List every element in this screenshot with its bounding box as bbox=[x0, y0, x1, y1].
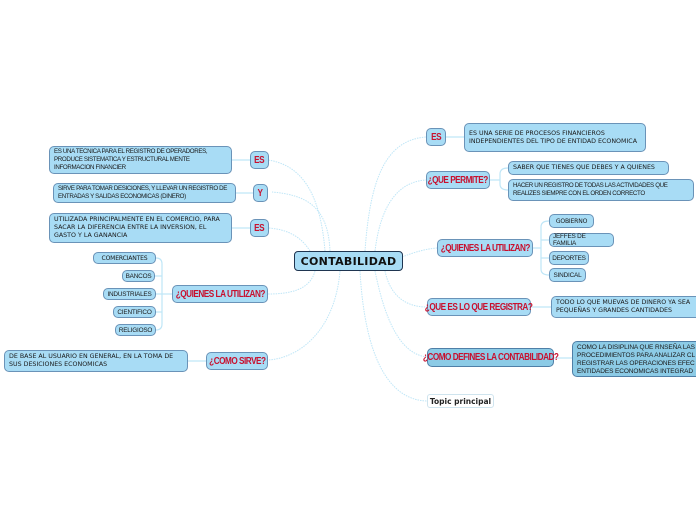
right-registra-detail[interactable]: TODO LO QUE MUEVAS DE DINERO YA SEA PEQU… bbox=[551, 296, 696, 318]
central-topic[interactable]: CONTABILIDAD bbox=[294, 251, 403, 271]
left-quienes-item-industriales[interactable]: INDUSTRIALES bbox=[103, 288, 156, 300]
right-quienes-item-gobierno[interactable]: GOBIERNO bbox=[549, 214, 594, 228]
topic-principal-node[interactable]: Topic principal bbox=[427, 394, 494, 408]
left-quienes-item-religioso[interactable]: RELIGIOSO bbox=[115, 324, 156, 336]
left-quienes-node[interactable]: ¿QUIENES LA UTILIZAN? bbox=[172, 285, 268, 303]
right-permite-item-registro[interactable]: HACER UN REGISTRO DE TODAS LAS ACTIVIDAD… bbox=[508, 179, 694, 201]
left-quienes-item-bancos[interactable]: BANCOS bbox=[122, 270, 155, 282]
right-es-detail[interactable]: ES UNA SERIE DE PROCESOS FINANCIEROS IND… bbox=[464, 123, 646, 152]
left-quienes-item-cientifico[interactable]: CIENTIFICO bbox=[113, 306, 156, 318]
left-como-sirve-detail[interactable]: DE BASE AL USUARIO EN GENERAL, EN LA TOM… bbox=[4, 350, 188, 372]
left-como-sirve-node[interactable]: ¿COMO SIRVE? bbox=[206, 352, 268, 370]
right-es-node[interactable]: ES bbox=[426, 128, 446, 146]
right-quienes-item-deportes[interactable]: DEPORTES bbox=[549, 251, 589, 265]
right-define-detail[interactable]: COMO LA DISIPLINA QUE RNSEÑA LAS PROCEDI… bbox=[572, 341, 696, 377]
right-permite-node[interactable]: ¿QUE PERMITE? bbox=[426, 171, 490, 189]
left-y-node[interactable]: Y bbox=[253, 184, 268, 202]
right-define-node[interactable]: ¿COMO DEFINES LA CONTABILIDAD? bbox=[423, 348, 559, 367]
right-quienes-node[interactable]: ¿QUIENES LA UTILIZAN? bbox=[437, 239, 533, 257]
right-registra-node[interactable]: ¿QUE ES LO QUE REGISTRA? bbox=[425, 298, 533, 316]
left-es2-detail[interactable]: UTILIZADA PRINCIPALMENTE EN EL COMERCIO,… bbox=[49, 213, 232, 243]
left-quienes-item-comerciantes[interactable]: COMERCIANTES bbox=[93, 252, 156, 264]
central-topic-label: CONTABILIDAD bbox=[300, 254, 397, 268]
left-es2-node[interactable]: ES bbox=[250, 219, 269, 237]
right-permite-item-saber[interactable]: SABER QUE TIENES QUE DEBES Y A QUIENES bbox=[508, 161, 669, 175]
right-quienes-item-sindical[interactable]: SINDICAL bbox=[549, 268, 586, 282]
left-es1-node[interactable]: ES bbox=[250, 151, 269, 169]
left-y-detail[interactable]: SIRVE PARA TOMAR DESICIONES, Y LLEVAR UN… bbox=[53, 183, 236, 203]
left-es1-detail[interactable]: ES UNA TECNICA PARA EL REGISTRO DE OPERA… bbox=[49, 146, 232, 174]
right-quienes-item-jeffes[interactable]: JEFFES DE FAMILIA bbox=[549, 233, 614, 247]
